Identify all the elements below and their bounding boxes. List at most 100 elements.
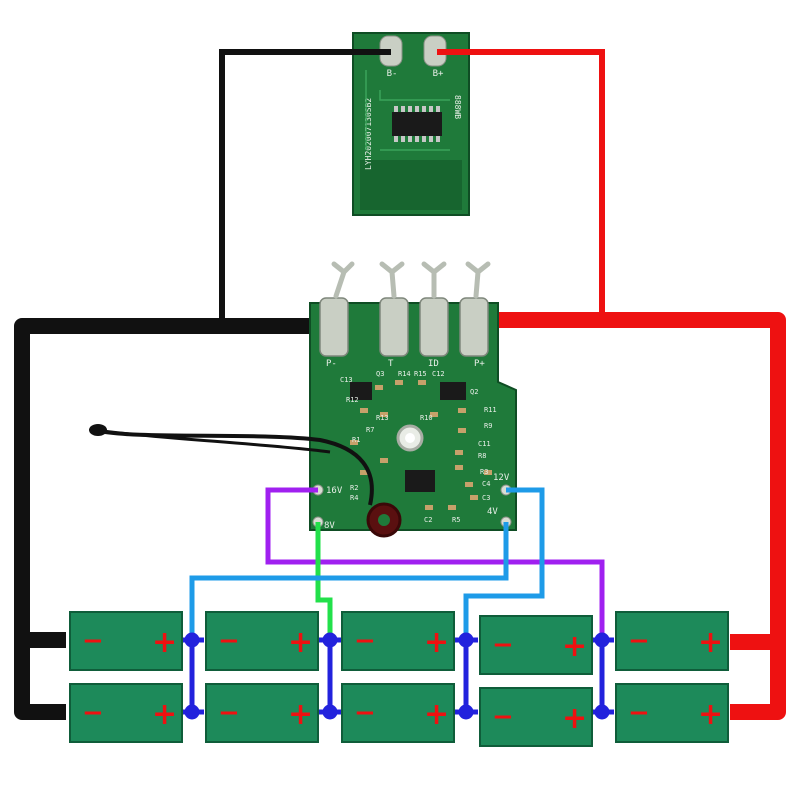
part-label-r10: R10	[420, 414, 433, 422]
battery-cell-body	[479, 615, 593, 675]
cell-plus-sign: +	[698, 697, 723, 732]
top-board-pad-label-b-plus: B+	[433, 69, 444, 79]
part-label-r11: R11	[484, 406, 497, 414]
balance-wire-8v	[315, 522, 333, 640]
main-board-terminals	[319, 261, 491, 357]
battery-cell: −+	[615, 611, 729, 671]
mounting-hole-center	[405, 433, 415, 443]
battery-cell-body	[341, 683, 455, 743]
component-labels: C13 Q3 R14 R15 C12 Q2 R12 R13 R10 R11 R9…	[340, 370, 497, 524]
battery-cell: −+	[341, 611, 455, 671]
part-label-r8: R8	[478, 452, 486, 460]
battery-cell: −+	[615, 683, 729, 743]
cell-plus-sign: +	[424, 625, 449, 660]
cell-plus-sign: +	[288, 697, 313, 732]
cell-plus-sign: +	[152, 697, 177, 732]
part-label-r4: R4	[350, 494, 358, 502]
part-label-q2: Q2	[470, 388, 478, 396]
balance-wire-4v	[189, 522, 509, 640]
top-board-traces	[365, 70, 450, 151]
cell-plus-sign: +	[424, 697, 449, 732]
balance-wire-12v	[463, 487, 545, 640]
mosfet-q2	[440, 382, 466, 400]
battery-cell-body	[479, 687, 593, 747]
battery-cell: −+	[69, 683, 183, 743]
cell-minus-sign: −	[628, 626, 650, 656]
terminal-label-p-minus: P-	[326, 359, 337, 369]
mosfet-q3	[350, 382, 372, 400]
thermistor-wire-second-strand	[94, 428, 331, 454]
cell-plus-sign: +	[152, 625, 177, 660]
cell-minus-sign: −	[82, 698, 104, 728]
toroid-inductor-center	[378, 514, 390, 526]
bms-ic-chip	[405, 470, 435, 492]
battery-cell-body	[69, 683, 183, 743]
cell-minus-sign: −	[354, 626, 376, 656]
top-board-pad-label-b-minus: B-	[387, 69, 398, 79]
cell-minus-sign: −	[492, 630, 514, 660]
part-label-r12: R12	[346, 396, 359, 404]
battery-cell: −+	[205, 683, 319, 743]
top-protection-board: B- B+ LYH202007130SB2 888WB	[352, 32, 470, 216]
top-board-negative-wire	[219, 49, 391, 322]
part-label-c2: C2	[424, 516, 432, 524]
balance-wire-16v	[265, 487, 605, 640]
terminal-clip-t	[379, 261, 409, 357]
battery-cell-body	[615, 611, 729, 671]
part-label-r15: R15	[414, 370, 427, 378]
battery-cell-body	[615, 683, 729, 743]
part-label-r1: R1	[352, 436, 360, 444]
battery-cell-body	[205, 611, 319, 671]
battery-cell: −+	[205, 611, 319, 671]
pack-positive-wire	[488, 312, 786, 720]
top-board-positive-wire	[437, 49, 605, 320]
smd-parts	[350, 380, 492, 510]
battery-cell: −+	[341, 683, 455, 743]
tap-label-12v: 12V	[493, 473, 510, 483]
battery-cell: −+	[69, 611, 183, 671]
part-label-c11: C11	[478, 440, 491, 448]
terminal-clip-id	[419, 261, 449, 357]
cell-minus-sign: −	[354, 698, 376, 728]
part-label-c4: C4	[482, 480, 490, 488]
battery-cell: −+	[479, 687, 593, 747]
main-bms-board: P- T ID P+ C13 Q3 R14 R15 C12 Q2 R12 R13	[309, 261, 517, 538]
part-label-r14: R14	[398, 370, 411, 378]
battery-cell-body	[69, 611, 183, 671]
cell-minus-sign: −	[492, 702, 514, 732]
part-label-r5: R5	[452, 516, 460, 524]
part-label-r7: R7	[366, 426, 374, 434]
part-label-r3: R3	[480, 468, 488, 476]
thermistor-probe	[89, 424, 107, 436]
cell-plus-sign: +	[288, 625, 313, 660]
battery-cell: −+	[479, 615, 593, 675]
cell-plus-sign: +	[562, 629, 587, 664]
battery-cells: −+−+−+−+−+−+−+−+−+−+	[69, 611, 729, 747]
top-board-silk-part-number: LYH202007130SB2	[364, 98, 373, 170]
cell-plus-sign: +	[562, 701, 587, 736]
pack-negative-wire	[14, 318, 330, 720]
part-label-r2: R2	[350, 484, 358, 492]
tap-label-8v: 8V	[324, 521, 335, 531]
cell-minus-sign: −	[218, 698, 240, 728]
tap-label-4v: 4V	[487, 507, 498, 517]
top-board-ic-pins	[394, 106, 440, 142]
part-label-c12: C12	[432, 370, 445, 378]
terminal-label-t: T	[388, 359, 394, 369]
part-label-c3: C3	[482, 494, 490, 502]
battery-cell-body	[205, 683, 319, 743]
terminal-label-id: ID	[428, 359, 439, 369]
cell-minus-sign: −	[218, 626, 240, 656]
part-label-r13: R13	[376, 414, 389, 422]
cell-minus-sign: −	[82, 626, 104, 656]
part-label-q3: Q3	[376, 370, 384, 378]
part-label-c13: C13	[340, 376, 353, 384]
cell-minus-sign: −	[628, 698, 650, 728]
top-board-silk-code: 888WB	[453, 95, 462, 119]
terminal-label-p-plus: P+	[474, 359, 485, 369]
cell-plus-sign: +	[698, 625, 723, 660]
top-board-ic-chip	[392, 112, 442, 136]
part-label-r9: R9	[484, 422, 492, 430]
tap-label-16v: 16V	[326, 486, 343, 496]
